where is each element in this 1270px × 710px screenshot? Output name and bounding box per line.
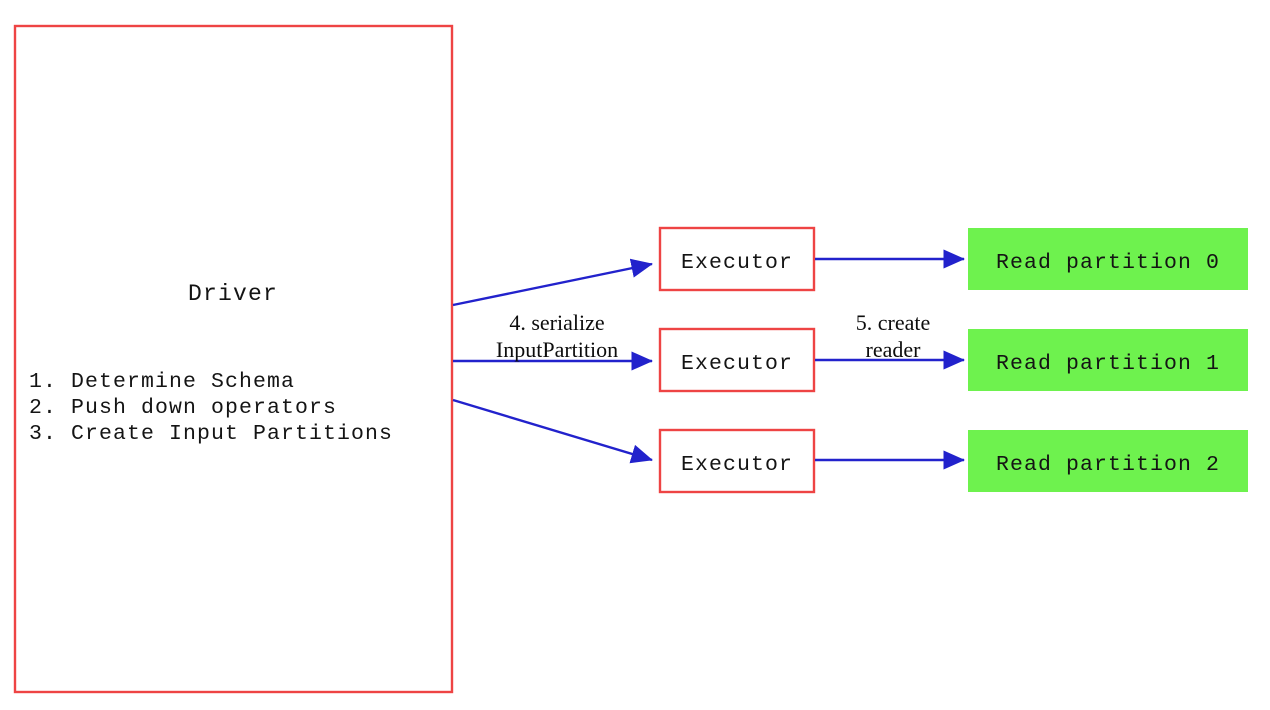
- arrow-driver-to-executor-3: [452, 398, 653, 464]
- executor-label-2: Executor: [681, 352, 793, 376]
- driver-step-3: 3. Create Input Partitions: [29, 422, 393, 446]
- driver-step-2: 2. Push down operators: [29, 396, 337, 420]
- arrow-driver-to-executor-1: [452, 258, 653, 307]
- edge-label-create-reader-line1: 5. create: [856, 310, 931, 335]
- edge-label-serialize-line2: InputPartition: [496, 337, 618, 362]
- partition-box-2: [968, 430, 1248, 492]
- executor-box-3: [658, 428, 816, 494]
- partition-label-0: Read partition 0: [996, 251, 1220, 275]
- partition-label-1: Read partition 1: [996, 352, 1220, 376]
- edge-label-serialize-line1: 4. serialize: [509, 310, 604, 335]
- partition-label-2: Read partition 2: [996, 453, 1220, 477]
- driver-step-1: 1. Determine Schema: [29, 370, 295, 394]
- executor-label-3: Executor: [681, 453, 793, 477]
- driver-title: Driver: [188, 281, 278, 307]
- partition-box-1: [968, 329, 1248, 391]
- partition-box-0: [968, 228, 1248, 290]
- edge-label-create-reader-line2: reader: [866, 337, 922, 362]
- executor-box-1: [658, 226, 816, 292]
- driver-box: [13, 24, 454, 694]
- executor-label-1: Executor: [681, 251, 793, 275]
- executor-box-2: [658, 327, 816, 393]
